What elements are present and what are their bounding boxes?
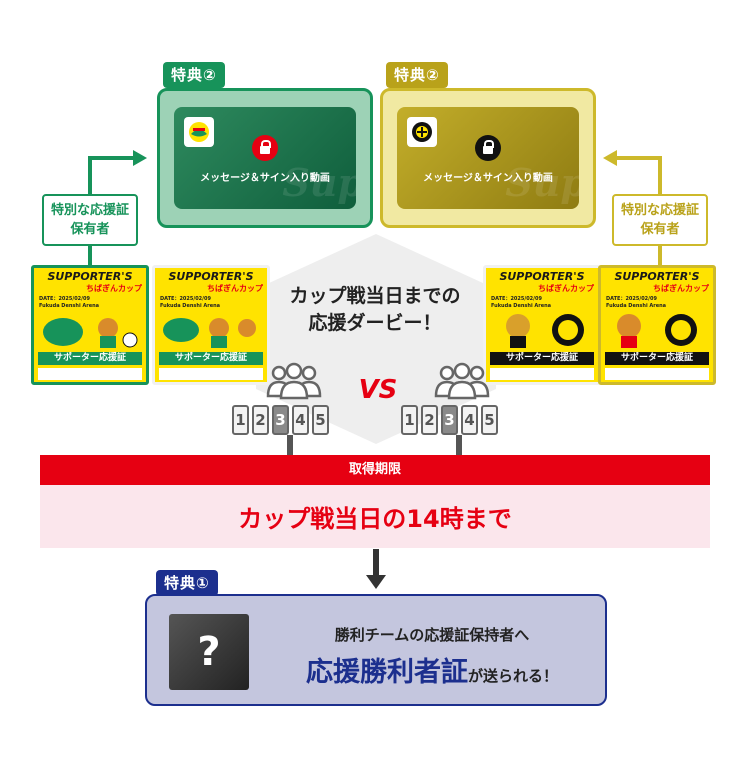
card-title: SUPPORTER'S [499,270,585,283]
supporters-group-icon [266,362,322,400]
card-footer [605,368,709,380]
video-panel-gold: メッセージ＆サイン入り動画 Sup [380,88,596,228]
card-footer [490,368,594,380]
deadline-header: 取得期限 [40,455,710,485]
holder-line2: 保有者 [70,222,110,237]
bottom-line1: 勝利チームの応援証保持者へ [334,626,530,644]
card-footer [38,368,142,380]
number-box: 4 [461,405,478,435]
lock-icon [252,135,278,161]
mascot-art-icon [617,314,697,348]
number-box: 3 [272,405,289,435]
holder-line2: 保有者 [640,222,680,237]
holder-line1: 特別な応援証 [50,203,129,218]
club-badge-icon [184,117,214,147]
center-line2: 応援ダービー！ [308,312,442,334]
perk1-label: 特典① [164,574,210,592]
card-label: サポーター応援証 [38,352,142,365]
vs-label: VS [358,375,398,405]
victory-certificate-title: 応援勝利者証 [305,657,468,688]
number-row-right: 1 2 3 4 5 [401,405,498,435]
perk2-label: 特典② [171,66,217,84]
video-thumbnail: メッセージ＆サイン入り動画 Sup [397,107,579,209]
center-line1: カップ戦当日までの [289,285,461,307]
number-box: 2 [252,405,269,435]
supporters-group-icon [434,362,490,400]
card-label: サポーター応援証 [605,352,709,365]
card-sub: ちばぎんカップ [207,284,263,293]
watermark: Sup [505,160,579,205]
card-label: サポーター応援証 [159,352,263,365]
holder-line1: 特別な応援証 [620,203,699,218]
deadline-text: カップ戦当日の14時まで [238,505,512,533]
number-box: 3 [441,405,458,435]
holder-label-right: 特別な応援証 保有者 [612,194,708,246]
card-sub: ちばぎんカップ [86,284,142,293]
victory-certificate-panel: ? 勝利チームの応援証保持者へ 応援勝利者証が送られる！ [145,594,607,706]
club-badge-icon [407,117,437,147]
number-connectors [287,435,462,457]
card-sub: ちばぎんカップ [653,284,709,293]
mascot-art-icon [43,318,138,348]
perk1-tab: 特典① [156,570,218,603]
deadline-box: カップ戦当日の14時まで [40,485,710,548]
video-caption: メッセージ＆サイン入り動画 [423,173,553,184]
mascot-art-icon [163,318,256,348]
card-label: サポーター応援証 [490,352,594,365]
card-title: SUPPORTER'S [614,270,700,283]
card-sub: ちばぎんカップ [538,284,594,293]
lock-icon [475,135,501,161]
bottom-line2: 応援勝利者証が送られる！ [267,650,597,689]
number-box: 1 [401,405,418,435]
number-box: 5 [481,405,498,435]
perk2-label: 特典② [394,66,440,84]
number-row-left: 1 2 3 4 5 [232,405,329,435]
connector-arrows [88,150,662,268]
center-message: カップ戦当日までの 応援ダービー！ [270,283,480,337]
holder-label-left: 特別な応援証 保有者 [42,194,138,246]
card-title: SUPPORTER'S [168,270,254,283]
bottom-suffix: が送られる！ [467,667,558,685]
perk2-tab-gold: 特典② [386,62,448,95]
number-box: 5 [312,405,329,435]
mystery-card: ? [169,614,249,690]
video-thumbnail: メッセージ＆サイン入り動画 Sup [174,107,356,209]
watermark: Sup [282,160,356,205]
video-caption: メッセージ＆サイン入り動画 [200,173,330,184]
down-arrow-icon [366,549,386,589]
number-box: 4 [292,405,309,435]
card-title: SUPPORTER'S [47,270,133,283]
video-panel-green: メッセージ＆サイン入り動画 Sup [157,88,373,228]
card-footer [159,368,263,380]
number-box: 2 [421,405,438,435]
number-box: 1 [232,405,249,435]
mascot-art-icon [506,314,584,348]
